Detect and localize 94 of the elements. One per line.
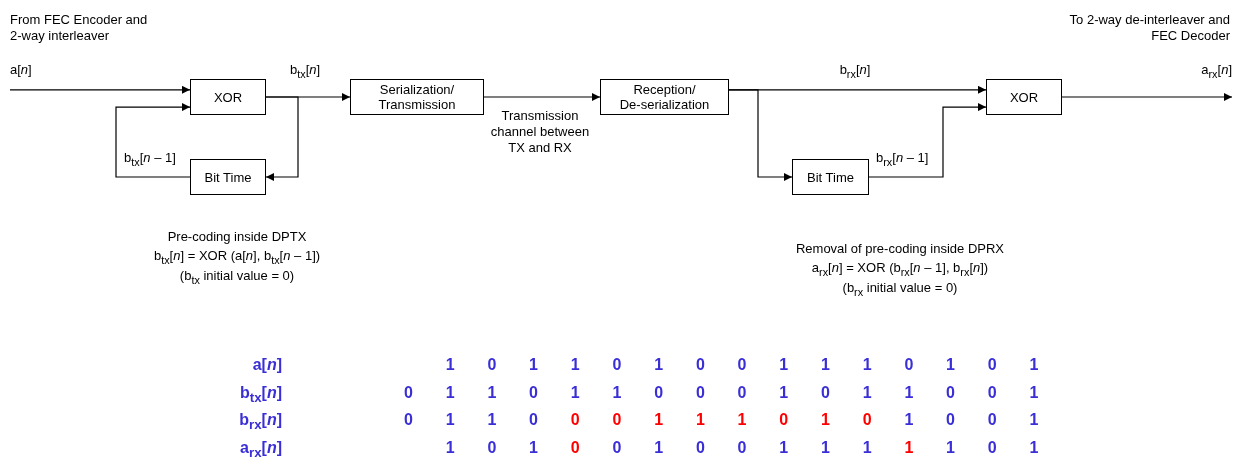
bit-value: 0 <box>487 356 497 374</box>
bit-value: 0 <box>862 411 872 429</box>
bit-value: 1 <box>946 356 955 374</box>
formula: b$_{tx}$[n] = XOR (a[n], b$_{tx}$[n – 1]) <box>152 248 322 268</box>
edge-label: b$_{rx}$[n – 1] <box>876 150 929 170</box>
bit-value: 1 <box>654 411 664 429</box>
edge-label: b$_{tx}$[n] <box>290 62 321 82</box>
arrow <box>1061 93 1233 101</box>
bit-value: 1 <box>737 411 747 429</box>
bit-value: 1 <box>821 439 830 457</box>
bit-value: 0 <box>737 384 747 402</box>
edge-label: a[n] <box>10 62 32 78</box>
bit-value: 1 <box>570 384 580 402</box>
bit-value: 1 <box>1029 356 1039 374</box>
bit-value: 1 <box>862 439 872 457</box>
bit-value: 1 <box>821 411 830 429</box>
bit-value: 0 <box>612 411 622 429</box>
bit-value: 0 <box>987 356 997 374</box>
bit-value: 1 <box>695 411 705 429</box>
bit-value: 0 <box>987 384 997 402</box>
bit-value: 1 <box>445 356 455 374</box>
edge-label: a$_{rx}$[n] <box>1201 62 1232 82</box>
bit-value: 1 <box>779 384 789 402</box>
bit-value: 1 <box>946 439 955 457</box>
edge-label: b$_{rx}$[n] <box>838 62 872 82</box>
bit-value: 1 <box>904 384 914 402</box>
edge-label: b$_{tx}$[n – 1] <box>124 150 176 170</box>
process-box: Bit Time <box>792 159 869 195</box>
bit-value: 0 <box>737 439 747 457</box>
process-box: Reception/ De-serialization <box>600 79 729 115</box>
bit-value: 1 <box>904 411 914 429</box>
bit-value: 0 <box>487 439 497 457</box>
bit-value: 0 <box>529 384 538 402</box>
bit-value: 0 <box>695 439 705 457</box>
arrow <box>483 93 601 101</box>
io-note: From FEC Encoder and 2-way interleaver <box>10 12 149 44</box>
bit-value: 1 <box>487 384 497 402</box>
bit-value: 1 <box>654 356 664 374</box>
bit-value: 0 <box>779 411 789 429</box>
bit-value: 0 <box>570 439 580 457</box>
bit-value: 0 <box>737 356 747 374</box>
note: (b$_{rx}$ initial value = 0) <box>841 280 959 300</box>
arrow <box>115 103 191 178</box>
bit-value: 1 <box>1029 411 1039 429</box>
bit-value: 0 <box>821 384 830 402</box>
bit-value: 1 <box>529 439 538 457</box>
arrow <box>868 103 987 178</box>
bit-value: 0 <box>987 411 997 429</box>
bit-value: 1 <box>862 384 872 402</box>
formula: a$_{rx}$[n] = XOR (b$_{rx}$[n – 1], b$_{rx}$[n]) <box>810 260 990 280</box>
bit-value: 0 <box>404 384 413 402</box>
bit-value: 0 <box>904 356 914 374</box>
note: (b$_{tx}$ initial value = 0) <box>178 268 296 288</box>
row-header: b$_{rx}$[n] <box>239 411 282 435</box>
process-box: XOR <box>986 79 1062 115</box>
edge-label: Transmission channel between TX and RX <box>489 108 591 156</box>
row-header: a[n] <box>252 356 282 374</box>
bit-value: 1 <box>445 439 455 457</box>
bit-value: 1 <box>821 356 830 374</box>
bit-value: 0 <box>695 384 705 402</box>
bit-value: 1 <box>445 384 455 402</box>
process-box: Bit Time <box>190 159 266 195</box>
bit-value: 0 <box>987 439 997 457</box>
bit-value: 0 <box>946 384 955 402</box>
arrow <box>728 89 793 181</box>
bit-value: 0 <box>404 411 413 429</box>
bit-value: 0 <box>570 411 580 429</box>
row-header: b$_{tx}$[n] <box>239 384 282 408</box>
bit-value: 1 <box>570 356 580 374</box>
row-header: a$_{rx}$[n] <box>240 439 282 459</box>
note-heading: Removal of pre-coding inside DPRX <box>794 241 1006 257</box>
process-box: XOR <box>190 79 266 115</box>
bit-value: 1 <box>529 356 538 374</box>
bit-value: 0 <box>612 439 622 457</box>
bit-value: 0 <box>946 411 955 429</box>
note-heading: Pre-coding inside DPTX <box>166 229 308 245</box>
bit-value: 1 <box>654 439 664 457</box>
bit-value: 0 <box>695 356 705 374</box>
bit-value: 0 <box>529 411 538 429</box>
bit-value: 1 <box>779 439 789 457</box>
arrow <box>265 96 299 181</box>
io-note: To 2-way de-interleaver and FEC Decoder <box>1068 12 1230 44</box>
bit-value: 1 <box>487 411 497 429</box>
bit-value: 0 <box>612 356 622 374</box>
bit-value: 1 <box>612 384 622 402</box>
bit-value: 1 <box>862 356 872 374</box>
bit-value: 1 <box>779 356 789 374</box>
process-box: Serialization/ Transmission <box>350 79 484 115</box>
bit-value: 1 <box>1029 384 1039 402</box>
bit-value: 1 <box>904 439 914 457</box>
bit-value: 1 <box>445 411 455 429</box>
bit-value: 1 <box>1029 439 1039 457</box>
arrow <box>9 85 191 94</box>
bit-value: 0 <box>654 384 664 402</box>
